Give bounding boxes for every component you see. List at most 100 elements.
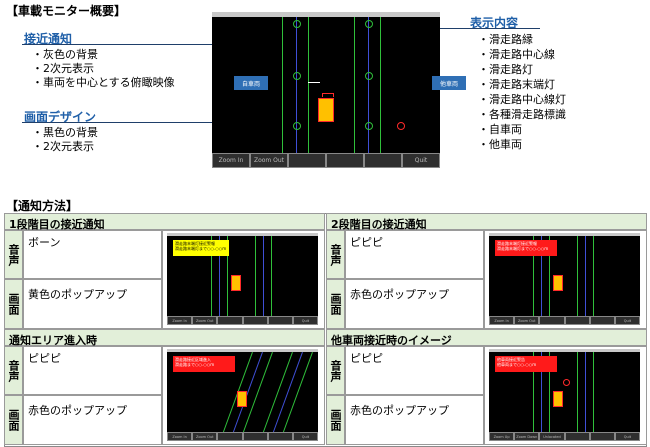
zoom-up-button[interactable]: Zoom Up bbox=[489, 432, 515, 441]
blank-button[interactable] bbox=[564, 316, 590, 325]
blank-button[interactable] bbox=[217, 432, 243, 441]
approach-label: 接近通知 bbox=[24, 32, 73, 46]
sound-description: ピピピ bbox=[23, 346, 162, 395]
sound-label: 音声 bbox=[4, 346, 23, 395]
blank-button[interactable] bbox=[564, 432, 590, 441]
runway-edge-line bbox=[255, 236, 256, 316]
runway-center-line bbox=[368, 17, 369, 153]
runway-center-line bbox=[219, 236, 220, 316]
display-item: ・自車両 bbox=[478, 123, 522, 136]
runway-edge-line bbox=[593, 352, 594, 432]
panel-header: 他車両接近時のイメージ bbox=[326, 329, 647, 347]
zoom-down-button[interactable]: Zoom Down bbox=[514, 432, 540, 441]
zoom-out-button[interactable]: Zoom Out bbox=[514, 316, 540, 325]
runway-edge-line bbox=[380, 17, 381, 153]
display-item: ・滑走路中心線灯 bbox=[478, 93, 566, 106]
display-item: ・滑走路末端灯 bbox=[478, 78, 555, 91]
blank-button[interactable] bbox=[217, 316, 243, 325]
alert-popup-text: 他車両接近警告 bbox=[497, 357, 525, 362]
sound-description: ボーン bbox=[23, 230, 162, 279]
approach-item: ・車両を中心とする俯瞰映像 bbox=[32, 76, 175, 89]
display-line bbox=[440, 28, 540, 29]
blank-button[interactable] bbox=[539, 316, 565, 325]
runway-light-icon bbox=[293, 72, 301, 80]
approach-line bbox=[22, 44, 212, 45]
screen-label: 画面 bbox=[326, 395, 345, 445]
own-vehicle-icon bbox=[553, 391, 563, 407]
blank-button[interactable] bbox=[589, 316, 615, 325]
preview-cell bbox=[162, 230, 325, 329]
runway-light-icon bbox=[365, 122, 373, 130]
runway-light-icon bbox=[365, 20, 373, 28]
screen-label: 画面 bbox=[326, 279, 345, 329]
quit-button[interactable]: Quit bbox=[402, 153, 440, 168]
display-list: ・滑走路縁 ・滑走路中心線 ・滑走路灯 ・滑走路末端灯 ・滑走路中心線灯 ・各種… bbox=[478, 32, 566, 152]
sound-description: ピピピ bbox=[345, 230, 484, 279]
other-vehicle-icon bbox=[563, 379, 570, 386]
runway-light-icon bbox=[365, 72, 373, 80]
monitor-button-bar: Zoom In Zoom Out Quit bbox=[212, 153, 440, 168]
own-vehicle-icon bbox=[237, 391, 247, 407]
quit-button[interactable]: Quit bbox=[292, 316, 319, 325]
blank-button[interactable] bbox=[267, 432, 293, 441]
runway-edge-line bbox=[308, 17, 309, 153]
zoom-out-button[interactable]: Zoom Out bbox=[250, 153, 288, 168]
quit-button[interactable]: Quit bbox=[292, 432, 319, 441]
panel-header: 1段階目の接近通知 bbox=[4, 213, 325, 231]
preview-cell bbox=[484, 230, 647, 329]
alert-popup: 他車両接近警告他車両まで○○.○○m bbox=[495, 356, 557, 372]
notify-title: 【通知方法】 bbox=[6, 199, 79, 213]
mini-monitor-top-bar bbox=[489, 349, 640, 352]
zoom-in-button[interactable]: Zoom In bbox=[212, 153, 250, 168]
quit-button[interactable]: Quit bbox=[614, 316, 641, 325]
runway-edge-line bbox=[533, 352, 534, 432]
runway-center-line bbox=[585, 236, 586, 316]
mini-monitor-top-bar bbox=[167, 233, 318, 236]
blank-button[interactable] bbox=[242, 316, 268, 325]
runway-edge-line bbox=[227, 236, 228, 316]
alert-popup-text: 滑走路末端灯接近警報 bbox=[175, 241, 215, 246]
other-vehicle-icon bbox=[397, 122, 405, 130]
approach-item: ・灰色の背景 bbox=[32, 48, 98, 61]
display-item: ・各種滑走路標識 bbox=[478, 108, 566, 121]
preview-cell bbox=[484, 346, 647, 445]
screen-description: 黄色のポップアップ bbox=[23, 279, 162, 329]
screen-description: 赤色のポップアップ bbox=[345, 279, 484, 329]
own-vehicle-icon bbox=[553, 275, 563, 291]
design-label: 画面デザイン bbox=[24, 110, 97, 124]
blank-button[interactable] bbox=[288, 153, 326, 168]
other-vehicle-tag: 他車両 bbox=[432, 76, 466, 90]
quit-button[interactable]: Quit bbox=[614, 432, 641, 441]
alert-popup-text: 滑走路接近区域進入 bbox=[175, 357, 211, 362]
alert-popup: 滑走路末端灯接近警報滑走路末端灯まで○○.○○m bbox=[495, 240, 557, 256]
blank-button[interactable] bbox=[364, 153, 402, 168]
runway-light-icon bbox=[293, 122, 301, 130]
screen-label: 画面 bbox=[4, 395, 23, 445]
mini-monitor-top-bar bbox=[489, 233, 640, 236]
alert-popup-text: 滑走路末端灯接近警報 bbox=[497, 241, 537, 246]
runway-center-line bbox=[263, 236, 264, 316]
alert-popup-text: 滑走路末端灯まで○○.○○m bbox=[175, 246, 227, 251]
zoom-in-button[interactable]: Zoom In bbox=[167, 432, 193, 441]
alert-popup: 滑走路末端灯接近警報滑走路末端灯まで○○.○○m bbox=[173, 240, 229, 256]
zoom-in-button[interactable]: Zoom In bbox=[489, 316, 515, 325]
design-list: ・黒色の背景 ・2次元表示 bbox=[32, 126, 98, 154]
zoom-out-button[interactable]: Zoom Out bbox=[192, 432, 218, 441]
runway-edge-line bbox=[549, 236, 550, 316]
zoom-out-button[interactable]: Zoom Out bbox=[192, 316, 218, 325]
alert-popup: 滑走路接近区域進入滑走路まで○○.○○m bbox=[173, 356, 235, 372]
blank-button[interactable] bbox=[589, 432, 615, 441]
zoom-in-button[interactable]: Zoom In bbox=[167, 316, 193, 325]
blank-button[interactable] bbox=[242, 432, 268, 441]
mini-monitor-top-bar bbox=[167, 349, 318, 352]
approach-item: ・2次元表示 bbox=[32, 62, 94, 75]
screen-label: 画面 bbox=[4, 279, 23, 329]
blank-button[interactable] bbox=[326, 153, 364, 168]
runway-edge-line bbox=[354, 17, 355, 153]
screen-description: 赤色のポップアップ bbox=[345, 395, 484, 445]
unlocated-button[interactable]: Unlocated bbox=[539, 432, 565, 441]
panel-header: 2段階目の接近通知 bbox=[326, 213, 647, 231]
blank-button[interactable] bbox=[267, 316, 293, 325]
runway-center-line bbox=[541, 236, 542, 316]
